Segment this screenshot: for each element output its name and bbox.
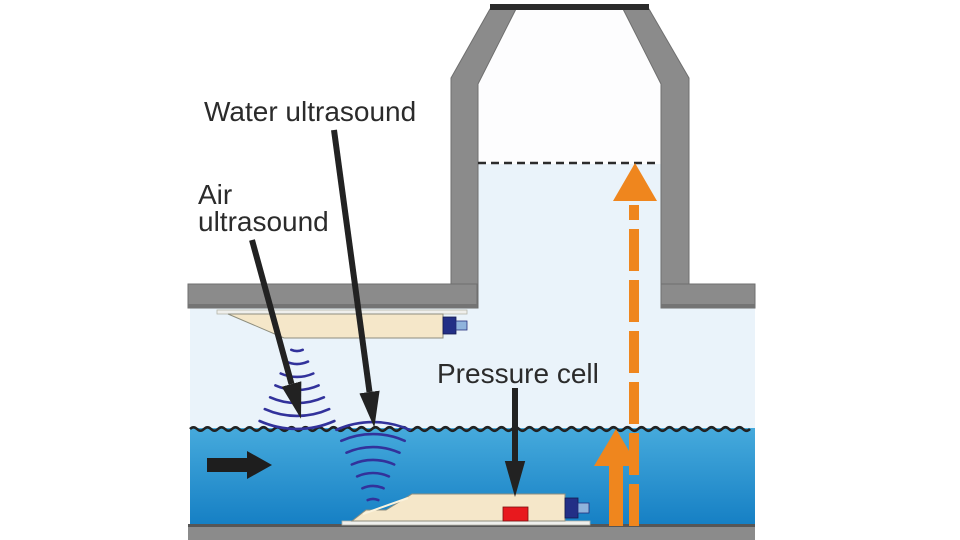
water-ultrasound-pointer-arrow xyxy=(331,129,380,428)
water-level-arrow-solid-icon xyxy=(594,429,638,526)
concrete-structure xyxy=(187,8,756,309)
pipe-top-wall-right-edge xyxy=(661,304,755,308)
water-level-arrow-dashed-head-icon xyxy=(613,163,657,201)
air-ultrasound-pointer-arrow xyxy=(249,239,302,419)
pressure-cell-label: Pressure cell xyxy=(437,358,599,389)
pipe-top-wall-left-edge xyxy=(188,304,477,308)
sensor-housing xyxy=(227,313,444,339)
label-pointer-arrows xyxy=(249,129,526,497)
manhole-cover xyxy=(490,4,649,10)
cable-connector xyxy=(442,316,457,335)
air-ultrasound-sensor xyxy=(216,309,468,339)
water-surface-line xyxy=(189,425,751,433)
channel-floor-edge xyxy=(188,524,755,527)
water-ultrasound-label: Water ultrasound xyxy=(204,96,417,127)
cable-connector xyxy=(564,497,579,519)
cable-connector-tip xyxy=(455,320,468,331)
sensor-mount-plate xyxy=(216,309,468,315)
channel-floor xyxy=(188,527,755,540)
water-ultrasound-pressure-sensor xyxy=(341,493,591,526)
water-level-arrows xyxy=(594,163,657,526)
cable-connector-tip xyxy=(577,502,590,514)
wedge-highlight xyxy=(362,497,409,515)
pressure-cell-red-marker xyxy=(502,506,529,522)
sensor-base-plate xyxy=(341,520,591,526)
air-ultrasound-label: Air ultrasound xyxy=(198,179,329,237)
flow-direction-arrow-icon xyxy=(207,451,272,479)
